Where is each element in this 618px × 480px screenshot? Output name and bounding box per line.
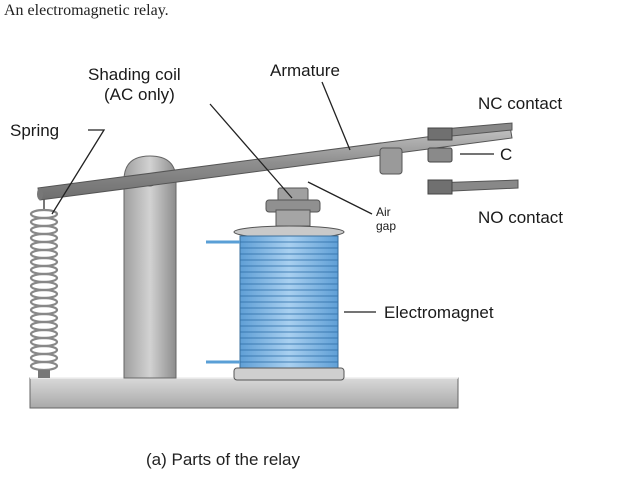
figure-title: An electromagnetic relay. <box>4 2 169 19</box>
armature-leader <box>321 81 351 151</box>
spring-leader <box>51 129 106 215</box>
leader-lines <box>51 81 494 313</box>
pivot-post <box>123 155 177 379</box>
air-gap-leader <box>307 181 373 215</box>
label-nc-contact: NC contact <box>478 94 562 113</box>
electromagnet <box>206 187 345 381</box>
label-armature: Armature <box>270 61 340 80</box>
shading-coil-leader <box>209 103 293 199</box>
contacts <box>427 122 519 195</box>
label-air-gap-2: gap <box>376 219 396 233</box>
label-shading-coil-1: Shading coil <box>88 65 181 84</box>
label-no-contact: NO contact <box>478 208 563 227</box>
label-c: C <box>500 145 512 164</box>
label-air-gap-1: Air <box>376 205 391 219</box>
spring <box>29 190 59 378</box>
figure-caption: (a) Parts of the relay <box>146 450 301 469</box>
label-electromagnet: Electromagnet <box>384 303 494 322</box>
label-spring: Spring <box>10 121 59 140</box>
label-shading-coil-2: (AC only) <box>104 85 175 104</box>
armature-bar <box>37 125 513 201</box>
base-plate <box>29 377 459 409</box>
